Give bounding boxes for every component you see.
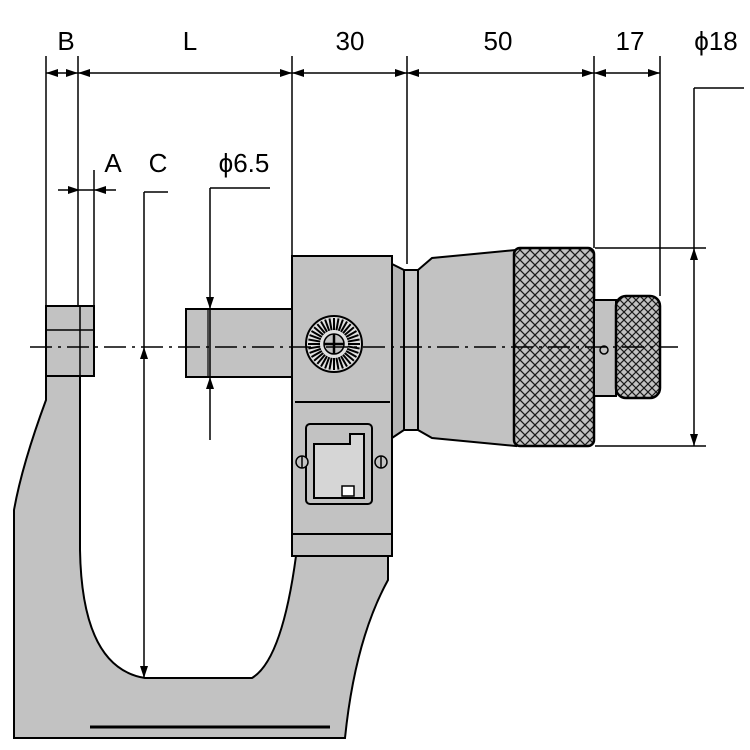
dial-tick	[335, 357, 340, 370]
dial-tick	[337, 356, 344, 369]
frame-body-block	[291, 255, 393, 557]
spindle	[185, 308, 293, 378]
sleeve	[391, 262, 405, 440]
screw-icon-left	[295, 455, 309, 469]
dial-tick	[344, 352, 355, 362]
dial-tick	[340, 355, 348, 368]
counter-window	[305, 423, 373, 505]
dim-label-l: L	[183, 26, 197, 56]
dimension-lines	[45, 56, 744, 678]
dial-tick	[310, 330, 323, 338]
dimension-arrows	[46, 69, 698, 678]
dial-tick	[347, 345, 360, 350]
dial-tick	[328, 357, 333, 370]
dial-tick	[344, 326, 355, 336]
dial-tick	[346, 334, 359, 341]
thimble-scale	[403, 269, 419, 431]
dial-tick	[308, 338, 321, 343]
dim-label-a: A	[104, 148, 122, 178]
dial-tick	[337, 319, 344, 332]
dial-tick	[320, 355, 328, 368]
dial-tick	[342, 323, 352, 334]
dial-tick	[316, 323, 326, 334]
dim-label-b: B	[57, 26, 74, 56]
dial-tick	[342, 354, 352, 365]
dial-tick	[340, 320, 348, 333]
dial-tick	[324, 356, 331, 369]
dial-tick	[310, 350, 323, 358]
dial-tick	[320, 320, 328, 333]
dial-tick	[345, 330, 358, 338]
screw-icon-right	[374, 455, 388, 469]
thimble-cone	[417, 248, 517, 448]
dial-tick	[316, 354, 326, 365]
dim-label-phi18: ϕ18	[694, 26, 737, 56]
dim-label-17: 17	[616, 26, 645, 56]
dim-label-phi65: ϕ6.5	[219, 148, 270, 178]
dim-label-c: C	[149, 148, 168, 178]
dial-tick	[328, 318, 333, 331]
dial-tick	[347, 338, 360, 343]
anvil	[45, 305, 95, 377]
dial-tick	[346, 347, 359, 354]
ratchet-dial-icon	[305, 315, 363, 373]
dial-tick	[309, 334, 322, 341]
dial-tick	[335, 318, 340, 331]
dial-tick	[313, 326, 324, 336]
dial-tick	[309, 347, 322, 354]
dial-tick	[345, 350, 358, 358]
dim-label-30: 30	[336, 26, 365, 56]
dial-tick	[313, 352, 324, 362]
dial-tick	[324, 319, 331, 332]
dim-label-50: 50	[484, 26, 513, 56]
